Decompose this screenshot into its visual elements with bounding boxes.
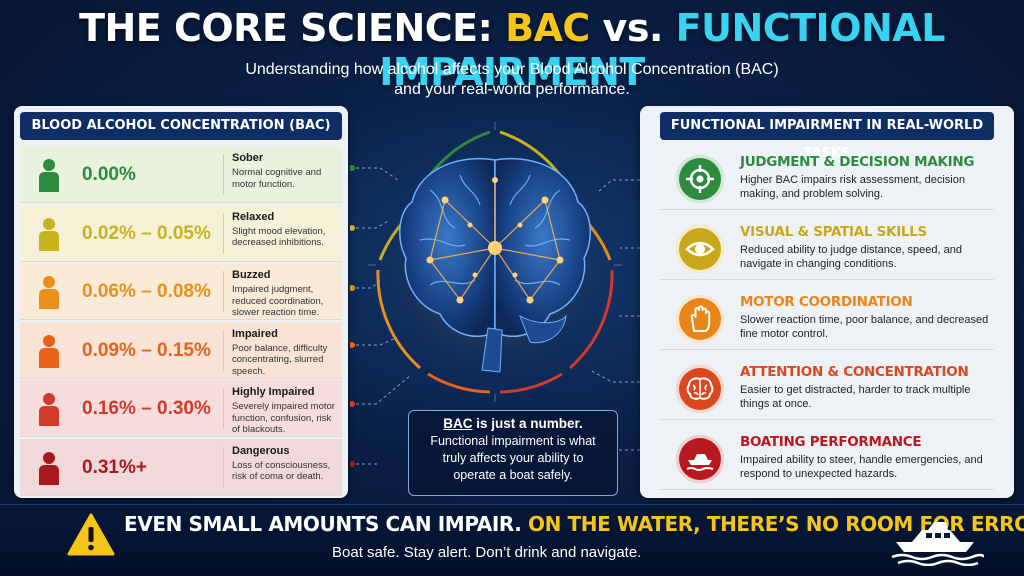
impairment-row: JUDGMENT & DECISION MAKING Higher BAC imp… (660, 146, 994, 210)
eye-icon (676, 225, 724, 273)
boat-icon (676, 435, 724, 483)
brain-icon (399, 157, 591, 373)
bac-range: 0.16% – 0.30% (82, 398, 211, 419)
footer-main-part-1: EVEN SMALL AMOUNTS CAN IMPAIR. (124, 512, 522, 536)
impairment-row: VISUAL & SPATIAL SKILLS Reduced ability t… (660, 216, 994, 280)
title-part-vs: vs. (589, 6, 676, 50)
impairment-desc: Reduced ability to judge distance, speed… (740, 244, 962, 270)
note-line-2: Functional impairment is what (430, 434, 596, 448)
bac-range: 0.09% – 0.15% (82, 339, 211, 361)
row-divider (223, 154, 224, 195)
arc-tick-marks (368, 122, 622, 402)
impairment-row: ATTENTION & CONCENTRATION Easier to get d… (660, 356, 994, 420)
connector-dots (350, 165, 355, 467)
note-line-1-rest: is just a number. (472, 416, 583, 431)
footer-banner (0, 504, 1024, 576)
bac-panel-heading: BLOOD ALCOHOL CONCENTRATION (BAC) (20, 112, 342, 140)
bac-level-desc: Slight mood elevation, decreased inhibit… (232, 225, 326, 249)
person-icon (36, 275, 62, 309)
row-divider (223, 329, 224, 371)
person-icon (36, 217, 62, 251)
brain-illustration (350, 122, 640, 467)
note-line-3: truly affects your ability to (442, 451, 584, 465)
impairment-title: BOATING PERFORMANCE (740, 434, 922, 450)
note-line-1: BAC is just a number. (409, 415, 617, 433)
target-icon (676, 155, 724, 203)
row-divider (223, 271, 224, 312)
title-part-core-science: THE CORE SCIENCE: (79, 6, 506, 50)
impairment-title: ATTENTION & CONCENTRATION (740, 364, 969, 380)
bac-panel: BLOOD ALCOHOL CONCENTRATION (BAC) 0.00% S… (14, 106, 348, 498)
person-icon (36, 451, 62, 485)
impairment-desc: Easier to get distracted, harder to trac… (740, 384, 971, 410)
impairment-title: MOTOR COORDINATION (740, 294, 913, 310)
brain-icon (676, 365, 724, 413)
warning-icon (67, 513, 115, 556)
note-line-4: operate a boat safely. (453, 468, 573, 482)
bac-level-desc: Poor balance, difficulty concentrating, … (232, 342, 328, 377)
bac-level-desc: Severely impaired motor function, confus… (232, 401, 335, 435)
bac-level-desc: Normal cognitive and motor function. (232, 167, 322, 190)
title-part-bac: BAC (505, 6, 590, 50)
person-icon (36, 392, 62, 426)
center-note: BAC is just a number. Functional impairm… (408, 410, 618, 496)
footer-subtext: Boat safe. Stay alert. Don’t drink and n… (332, 544, 642, 561)
page-subtitle: Understanding how alcohol affects your B… (0, 60, 1024, 100)
bac-level-label: Buzzed (232, 269, 271, 281)
impairment-panel-heading: FUNCTIONAL IMPAIRMENT IN REAL-WORLD TASK… (660, 112, 994, 161)
bac-level-desc: Loss of consciousness, risk of coma or d… (232, 459, 331, 483)
bac-range: 0.00% (82, 164, 136, 185)
row-divider (223, 212, 224, 254)
impairment-desc: Higher BAC impairs risk assessment, deci… (740, 174, 965, 200)
bac-level-label: Highly Impaired (232, 386, 315, 398)
bac-level-desc: Impaired judgment, reduced coordination,… (232, 284, 324, 318)
impairment-desc: Impaired ability to steer, handle emerge… (740, 454, 983, 480)
bac-level-label: Relaxed (232, 210, 275, 223)
row-divider (223, 446, 224, 488)
title-part-functional: FUNCTIONAL IMPAIRMENT (379, 6, 945, 94)
row-divider (223, 388, 224, 429)
person-icon (36, 334, 62, 368)
impairment-desc: Slower reaction time, poor balance, and … (740, 314, 989, 340)
bac-range: 0.06% – 0.08% (82, 281, 211, 302)
person-icon (36, 158, 62, 192)
note-bac-underlined: BAC (443, 416, 473, 431)
subtitle-line-1: Understanding how alcohol affects your B… (245, 61, 779, 78)
hand-icon (676, 295, 724, 343)
bac-range: 0.02% – 0.05% (82, 222, 211, 244)
bac-level-label: Dangerous (232, 444, 290, 457)
bac-level-label: Sober (232, 152, 264, 164)
bac-range: 0.31%+ (82, 456, 147, 478)
impairment-row: MOTOR COORDINATION Slower reaction time, … (660, 286, 994, 350)
impairment-row: BOATING PERFORMANCE Impaired ability to s… (660, 426, 994, 490)
boat-icon (891, 522, 984, 566)
subtitle-line-2: and your real-world performance. (394, 81, 630, 98)
header: THE CORE SCIENCE: BAC vs. FUNCTIONAL IMP… (0, 0, 1024, 104)
bac-level-label: Impaired (232, 327, 278, 340)
page-title: THE CORE SCIENCE: BAC vs. FUNCTIONAL IMP… (0, 6, 1024, 94)
impairment-title: JUDGMENT & DECISION MAKING (740, 154, 975, 170)
impairment-panel: FUNCTIONAL IMPAIRMENT IN REAL-WORLD TASK… (640, 106, 1014, 498)
impairment-title: VISUAL & SPATIAL SKILLS (740, 224, 927, 240)
